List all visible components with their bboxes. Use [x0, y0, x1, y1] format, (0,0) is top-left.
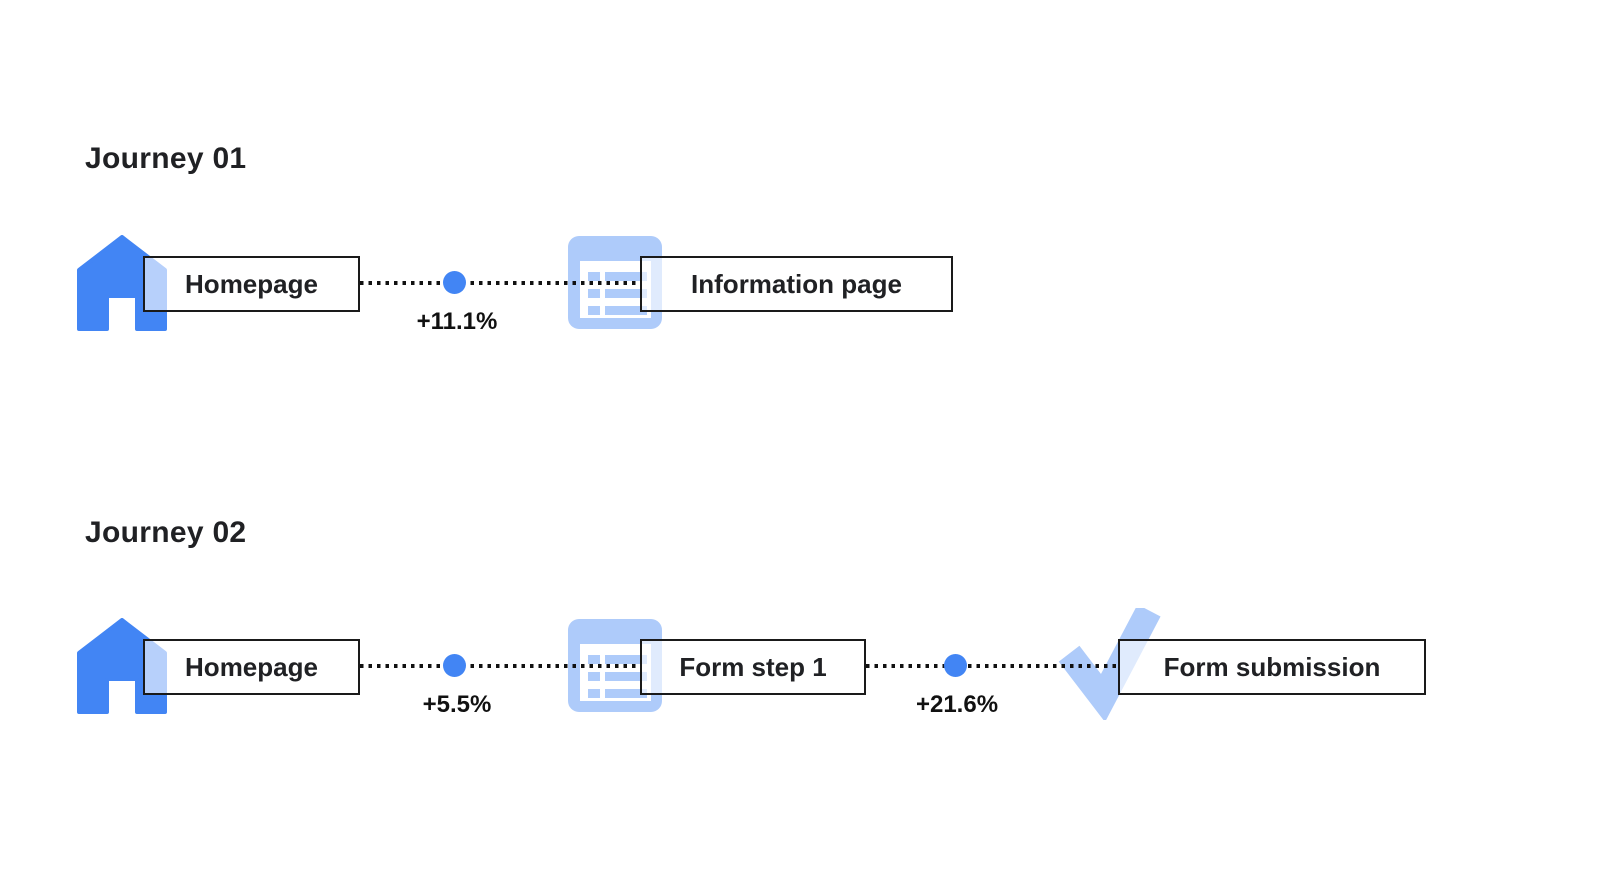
step-label: Form step 1 [679, 651, 827, 682]
dotted-connector [866, 664, 1118, 668]
transition-dot [443, 271, 466, 294]
step-label-box: Form step 1 [640, 639, 866, 695]
dotted-connector [360, 664, 640, 668]
journey-1-title: Journey 01 [85, 142, 247, 175]
step-label: Homepage [185, 651, 318, 682]
step-label-box: Homepage [143, 256, 360, 312]
transition-dot [443, 654, 466, 677]
transition-delta: +5.5% [422, 691, 492, 718]
step-label-box: Form submission [1118, 639, 1426, 695]
dotted-connector [360, 281, 640, 285]
transition-dot [944, 654, 967, 677]
transition-delta: +11.1% [416, 308, 498, 335]
list-page-icon [568, 236, 662, 329]
step-label: Homepage [185, 268, 318, 299]
transition-delta: +21.6% [915, 691, 999, 718]
step-label-box: Homepage [143, 639, 360, 695]
step-label-box: Information page [640, 256, 953, 312]
step-label: Form submission [1163, 651, 1381, 682]
step-label: Information page [691, 268, 902, 299]
journey-2-title: Journey 02 [85, 516, 247, 549]
